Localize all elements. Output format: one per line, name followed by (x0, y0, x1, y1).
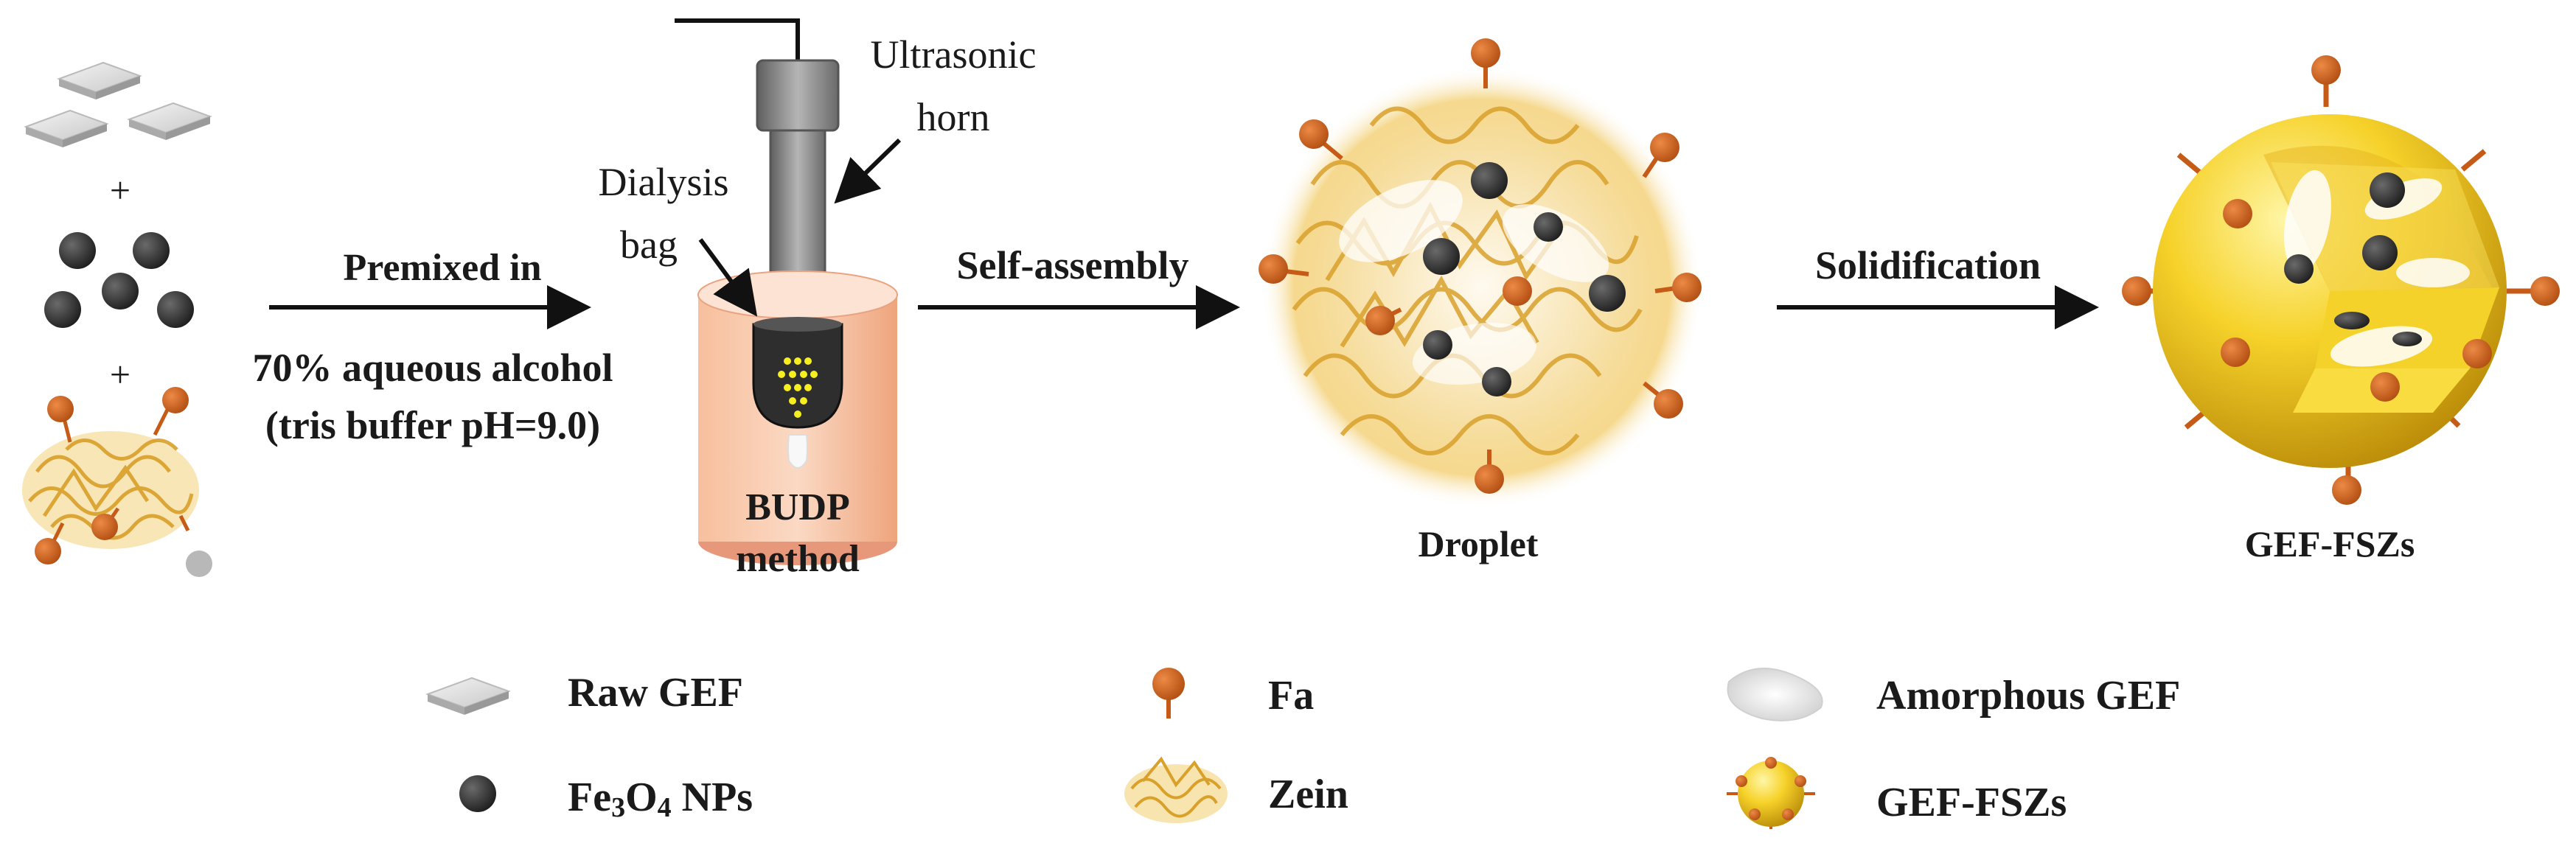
legend-fa-label: Fa (1268, 673, 1314, 719)
plus-sign-1: + (110, 169, 130, 211)
legend-gef-fszs-label: GEF-FSZs (1876, 780, 2067, 825)
legend-zein-label: Zein (1268, 772, 1348, 817)
ultrasonic-label-line2: horn (917, 95, 990, 139)
legend-fe3o4-icon (459, 775, 496, 812)
legend-amorphous-gef-label: Amorphous GEF (1876, 673, 2180, 719)
legend-raw-gef-icon (425, 677, 511, 715)
zein-fa-complex (22, 387, 212, 577)
budp-label-line1: BUDP (745, 486, 850, 528)
legend-gef-fszs-icon (1727, 757, 1815, 829)
legend-zein-icon (1124, 756, 1228, 823)
solidification-label: Solidification (1815, 243, 2041, 287)
dialysis-label-line1: Dialysis (598, 160, 728, 204)
legend-fe3o4-label: Fe3O4 NPs (568, 775, 753, 823)
droplet-structure (1259, 38, 1703, 508)
product-label: GEF-FSZs (2245, 523, 2415, 564)
raw-gef-sheets (24, 61, 212, 147)
dialysis-label-line2: bag (620, 223, 678, 267)
legend: Raw GEF Fe3O4 NPs Fa Zein Amorphous GEF (425, 668, 2180, 829)
plus-sign-2: + (110, 354, 130, 395)
premix-label: Premixed in (343, 247, 541, 289)
solvent-label-line2: (tris buffer pH=9.0) (265, 403, 600, 447)
budp-label-line2: method (736, 538, 860, 580)
budp-apparatus (675, 18, 902, 565)
legend-fa-icon (1152, 668, 1185, 719)
solvent-label-line1: 70% aqueous alcohol (252, 346, 613, 390)
fe3o4-nanoparticles (44, 232, 194, 328)
legend-amorphous-gef-icon (1727, 668, 1823, 721)
droplet-label: Droplet (1418, 523, 1539, 564)
self-assembly-label: Self-assembly (957, 243, 1189, 287)
gef-fszs-sphere (2122, 55, 2560, 505)
legend-raw-gef-label: Raw GEF (568, 670, 743, 716)
ultrasonic-label-line1: Ultrasonic (871, 32, 1037, 77)
